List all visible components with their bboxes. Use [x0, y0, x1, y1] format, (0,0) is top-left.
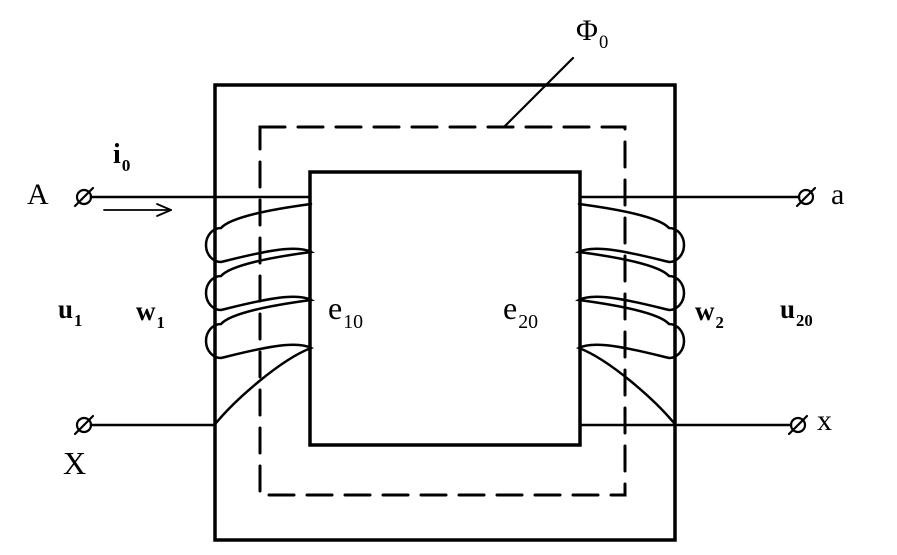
label-flux-phi0-base: Φ	[576, 14, 598, 47]
label-e20: e20	[503, 290, 538, 332]
label-current-i0-sub: 0	[121, 155, 131, 175]
label-flux-phi0: Φ0	[576, 14, 608, 53]
terminal-X-symbol	[73, 414, 95, 436]
secondary-winding	[574, 202, 686, 425]
label-e20-sub: 20	[518, 310, 539, 333]
core-inner-rect	[308, 170, 582, 447]
label-flux-phi0-sub: 0	[598, 32, 609, 54]
terminal-a-symbol	[795, 186, 817, 208]
label-terminal-A: A	[27, 178, 49, 211]
label-e20-base: e	[503, 290, 518, 326]
label-u1: u1	[58, 294, 82, 329]
terminal-A-symbol	[73, 186, 95, 208]
label-e10-base: e	[328, 290, 343, 326]
label-u20: u20	[780, 294, 813, 329]
current-arrow	[103, 203, 172, 217]
terminal-x-symbol	[787, 414, 809, 436]
label-terminal-x: x	[817, 404, 832, 437]
label-e10: e10	[328, 290, 363, 332]
label-terminal-a: a	[831, 178, 845, 211]
label-w1: w1	[136, 296, 165, 331]
label-u20-base: u	[780, 294, 796, 324]
label-w2-sub: 2	[715, 312, 724, 332]
label-u20-sub: 20	[796, 310, 813, 330]
label-w2-base: w	[695, 296, 715, 326]
label-current-i0: i0	[113, 139, 130, 174]
label-w1-sub: 1	[156, 312, 165, 332]
label-u1-sub: 1	[74, 310, 83, 330]
label-terminal-X: X	[63, 445, 87, 481]
label-w1-base: w	[136, 296, 156, 326]
label-current-i0-base: i	[113, 139, 121, 170]
label-u1-base: u	[58, 294, 74, 324]
label-w2: w2	[695, 296, 724, 331]
core-outer-rect	[213, 83, 677, 542]
flux-dashed-rect	[258, 125, 627, 497]
label-e10-sub: 10	[343, 310, 364, 333]
flux-pointer-line	[502, 56, 575, 129]
primary-winding	[204, 202, 316, 425]
